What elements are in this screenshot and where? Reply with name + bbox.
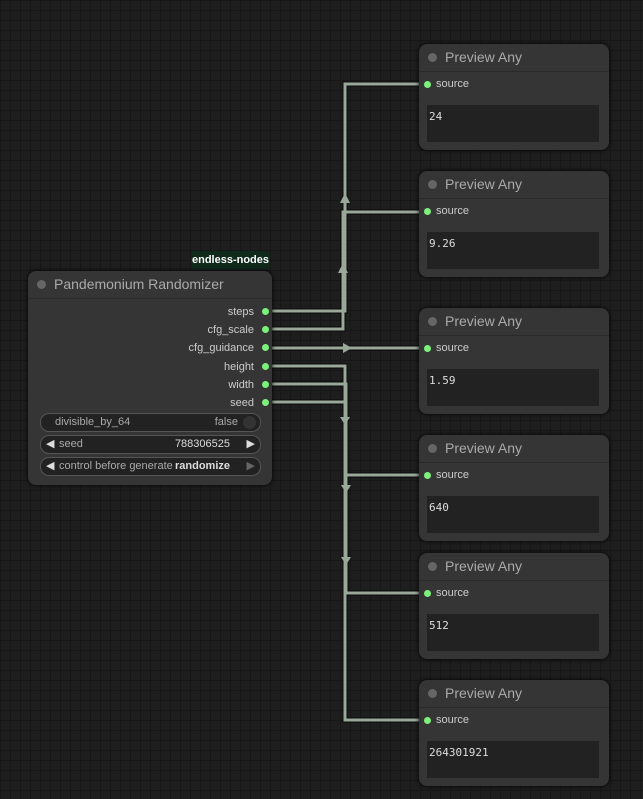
decrement-arrow-icon[interactable]: ◀ xyxy=(46,460,55,472)
input-label: source xyxy=(436,469,470,481)
preview-value: 512 xyxy=(427,614,599,651)
preview-any-node[interactable]: Preview Any source 264301921 xyxy=(419,680,609,786)
node-title: Pandemonium Randomizer xyxy=(54,276,224,292)
decrement-arrow-icon[interactable]: ◀ xyxy=(46,438,55,450)
output-width: width xyxy=(228,379,254,391)
input-label: source xyxy=(436,714,470,726)
collapse-dot-icon[interactable] xyxy=(428,444,437,453)
input-slot[interactable] xyxy=(424,717,431,724)
preview-value: 24 xyxy=(427,105,599,142)
widget-label: divisible_by_64 xyxy=(55,416,131,428)
output-slot[interactable] xyxy=(262,344,269,351)
collapse-dot-icon[interactable] xyxy=(428,180,437,189)
output-slot[interactable] xyxy=(262,308,269,315)
node-title-bar[interactable]: Preview Any xyxy=(419,680,609,708)
output-height: height xyxy=(224,361,254,373)
node-title-bar[interactable]: Preview Any xyxy=(419,171,609,199)
link-arrow xyxy=(340,193,350,203)
output-steps: steps xyxy=(227,306,254,318)
widget-label: control before generate xyxy=(59,460,173,472)
input-slot[interactable] xyxy=(424,472,431,479)
widget-value: false xyxy=(214,416,238,428)
widget-value: 788306525 xyxy=(174,438,230,450)
seed-widget[interactable]: ◀ seed 788306525 ▶ xyxy=(40,435,261,454)
node-title-bar[interactable]: Preview Any xyxy=(419,553,609,581)
node-title: Preview Any xyxy=(445,685,523,701)
preview-any-node[interactable]: Preview Any source 512 xyxy=(419,553,609,659)
preview-any-node[interactable]: Preview Any source 24 xyxy=(419,44,609,150)
node-title: Preview Any xyxy=(445,49,523,65)
node-title: Preview Any xyxy=(445,440,523,456)
node-title: Preview Any xyxy=(445,558,523,574)
control-before-generate-widget[interactable]: ◀ control before generate randomize ▶ xyxy=(40,457,261,476)
input-label: source xyxy=(436,342,470,354)
output-slot[interactable] xyxy=(262,399,269,406)
node-title-bar[interactable]: Preview Any xyxy=(419,308,609,336)
divisible-by-64-toggle[interactable]: divisible_by_64 false xyxy=(40,413,261,432)
preview-value: 1.59 xyxy=(427,369,599,406)
node-title: Preview Any xyxy=(445,176,523,192)
input-slot[interactable] xyxy=(424,345,431,352)
collapse-dot-icon[interactable] xyxy=(428,317,437,326)
preview-value: 9.26 xyxy=(427,232,599,269)
output-seed: seed xyxy=(230,397,254,409)
node-title: Preview Any xyxy=(445,313,523,329)
preview-any-node[interactable]: Preview Any source 1.59 xyxy=(419,308,609,414)
link-arrow xyxy=(338,263,348,273)
node-source-badge: endless-nodes xyxy=(191,251,270,269)
output-cfg-guidance: cfg_guidance xyxy=(188,342,254,354)
node-title-bar[interactable]: Preview Any xyxy=(419,435,609,463)
preview-any-node[interactable]: Preview Any source 9.26 xyxy=(419,171,609,277)
node-title-bar[interactable]: Pandemonium Randomizer xyxy=(28,271,272,299)
preview-value: 264301921 xyxy=(427,741,599,778)
pandemonium-randomizer-node[interactable]: Pandemonium Randomizer steps cfg_scale c… xyxy=(28,271,272,485)
collapse-dot-icon[interactable] xyxy=(428,562,437,571)
input-label: source xyxy=(436,205,470,217)
preview-value: 640 xyxy=(427,496,599,533)
output-slot[interactable] xyxy=(262,381,269,388)
output-slot[interactable] xyxy=(262,363,269,370)
widget-label: seed xyxy=(59,438,83,450)
collapse-dot-icon[interactable] xyxy=(428,689,437,698)
output-slot[interactable] xyxy=(262,326,269,333)
link-arrow xyxy=(341,485,351,493)
input-slot[interactable] xyxy=(424,208,431,215)
collapse-dot-icon[interactable] xyxy=(37,280,46,289)
input-label: source xyxy=(436,78,470,90)
link-arrow xyxy=(340,417,350,425)
link-arrow xyxy=(343,343,352,353)
increment-arrow-icon[interactable]: ▶ xyxy=(246,460,255,472)
output-cfg-scale: cfg_scale xyxy=(207,324,254,336)
increment-arrow-icon[interactable]: ▶ xyxy=(246,438,255,450)
toggle-knob-icon xyxy=(243,416,256,429)
widget-value: randomize xyxy=(174,460,230,472)
input-slot[interactable] xyxy=(424,81,431,88)
input-slot[interactable] xyxy=(424,590,431,597)
link-arrow xyxy=(341,557,351,565)
input-label: source xyxy=(436,587,470,599)
collapse-dot-icon[interactable] xyxy=(428,53,437,62)
preview-any-node[interactable]: Preview Any source 640 xyxy=(419,435,609,541)
node-title-bar[interactable]: Preview Any xyxy=(419,44,609,72)
